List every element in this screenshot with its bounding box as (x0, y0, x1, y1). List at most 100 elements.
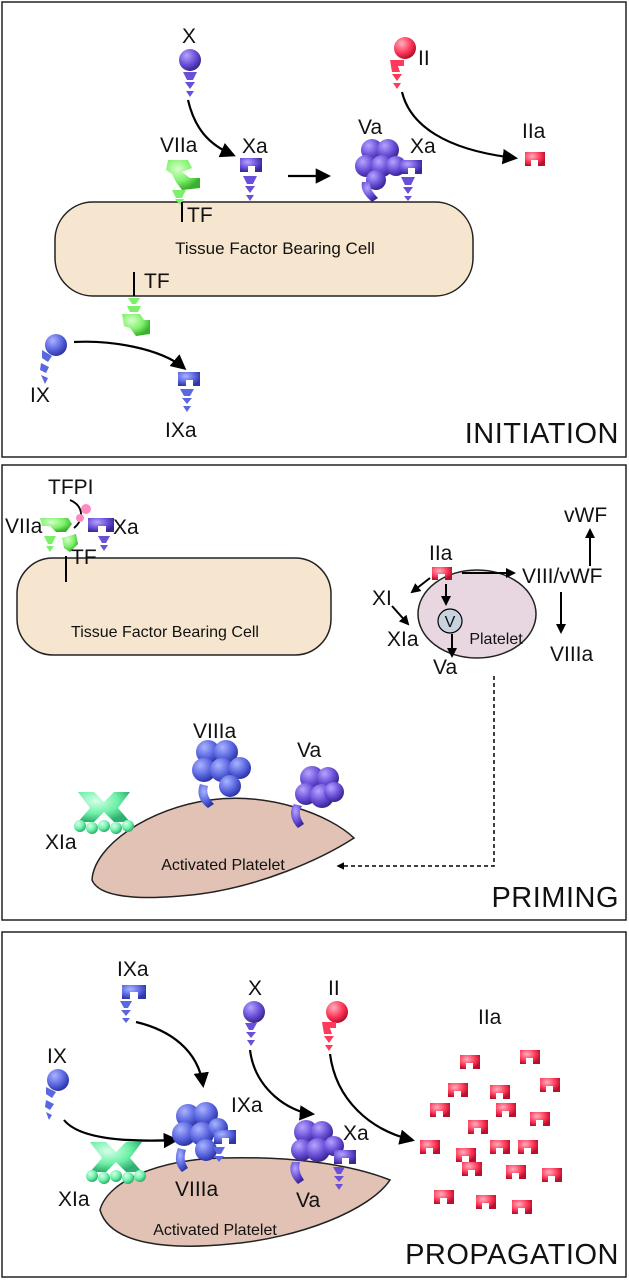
tfpi-viia-xa-tf-complex (40, 499, 114, 582)
thrombin-iia (432, 567, 452, 580)
label-x: X (248, 977, 262, 1000)
dashed-activation-path (336, 676, 495, 870)
prothrombinase-complex (290, 1120, 356, 1190)
label-va: Va (297, 739, 321, 762)
phase-title-propagation: PROPAGATION (405, 1239, 619, 1271)
tissue-factor-cell (16, 557, 332, 656)
label-ii: II (328, 977, 340, 1000)
label-va: Va (358, 116, 382, 139)
factor-xia-dimer (74, 792, 134, 834)
thrombin-molecule (518, 1140, 538, 1154)
label-tf-top: TF (187, 204, 213, 227)
thrombin-molecule (520, 1050, 540, 1064)
label-xia: XIa (58, 1188, 90, 1211)
factor-xa-prothrombinase (400, 160, 422, 201)
thrombin-molecule (506, 1165, 526, 1179)
label-xa: Xa (343, 1122, 369, 1145)
thrombin-molecule (456, 1148, 476, 1162)
factor-ixa-enzyme (178, 372, 200, 412)
arrow-ix-to-ixa (73, 340, 187, 370)
label-xa-2: Xa (410, 135, 436, 158)
arrow-x-to-xa (186, 99, 236, 158)
label-iia: IIa (522, 120, 546, 143)
tenase-complex (172, 1102, 236, 1172)
arrow-ii-to-iia (328, 1053, 415, 1145)
tissue-factor-cell (54, 201, 474, 297)
label-xi: XI (372, 587, 392, 610)
label-ix: IX (30, 384, 50, 407)
label-vwf: vWF (564, 504, 607, 527)
factor-viiia-cluster (192, 740, 251, 808)
factor-x-zymogen (243, 1001, 265, 1046)
factor-viia-tf-bottom (122, 272, 150, 336)
arrow-ix-to-tenase (63, 1119, 180, 1149)
thrombin-molecule (490, 1085, 510, 1099)
label-iia: IIa (478, 1006, 502, 1029)
factor-viia-tf-complex (166, 160, 200, 222)
label-viia: VIIa (160, 134, 198, 157)
cell-label: Tissue Factor Bearing Cell (71, 624, 259, 641)
label-va: Va (296, 1189, 320, 1212)
label-xia: XIa (387, 628, 419, 651)
label-iia: IIa (429, 542, 453, 565)
activated-platelet (91, 797, 356, 899)
activated-platelet-label: Activated Platelet (153, 1222, 277, 1239)
thrombin-iia (525, 152, 545, 166)
thrombin-molecule (420, 1140, 440, 1154)
activated-platelet-label: Activated Platelet (161, 857, 285, 874)
label-viiia-small: VIIIa (550, 643, 594, 666)
initiation-frame (1, 1, 627, 458)
label-tf-bottom: TF (144, 270, 170, 293)
thrombin-molecule (434, 1190, 454, 1204)
label-xa-1: Xa (242, 135, 268, 158)
label-va-small: Va (433, 656, 457, 679)
propagation-frame (1, 931, 627, 1278)
thrombin-molecule (542, 1168, 562, 1182)
thrombin-molecule (460, 1055, 480, 1069)
factor-ii-prothrombin (390, 37, 416, 89)
factor-va-cluster (355, 139, 406, 202)
platelet (417, 569, 537, 659)
label-tfpi: TFPI (48, 476, 94, 499)
label-ixa-top: IXa (117, 958, 149, 981)
initiation-panel: Tissue Factor Bearing Cell X Xa VIIa TF (1, 1, 627, 458)
priming-frame (1, 464, 627, 921)
label-xa: Xa (113, 516, 139, 539)
thrombin-molecule (512, 1200, 532, 1214)
label-viiia: VIIIa (193, 720, 237, 743)
thrombin-molecule (430, 1103, 450, 1117)
platelet-factor-v (437, 608, 463, 634)
thrombin-molecule (462, 1162, 482, 1176)
arrow-xi-to-xia (391, 605, 410, 626)
factor-ix-zymogen (45, 1069, 69, 1120)
thrombin-molecule (530, 1112, 550, 1126)
label-viiia: VIIIa (175, 1178, 219, 1201)
factor-ixa-top (120, 985, 146, 1023)
label-ixa: IXa (231, 1094, 263, 1117)
phase-title-priming: PRIMING (491, 882, 619, 914)
priming-panel: Tissue Factor Bearing Cell TFPI VIIa Xa … (1, 464, 627, 921)
propagation-panel: Activated Platelet IXa IX XIa (1, 931, 627, 1278)
thrombin-molecule (496, 1103, 516, 1117)
factor-ii-prothrombin (322, 1001, 348, 1051)
thrombin-molecule (468, 1120, 488, 1134)
label-ix: IX (47, 1045, 67, 1068)
arrow-ixa-to-tenase (135, 1020, 209, 1089)
thrombin-molecule (448, 1083, 468, 1097)
label-viii-vwf: VIII/vWF (522, 565, 603, 588)
activated-platelet (99, 1156, 392, 1247)
phase-title-initiation: INITIATION (465, 418, 619, 450)
label-x: X (182, 25, 196, 48)
factor-ix-zymogen (40, 334, 67, 384)
arrow-x-to-xa (248, 1049, 316, 1121)
label-tf: TF (71, 546, 97, 569)
factor-va-cluster (291, 766, 344, 828)
label-ixa: IXa (165, 419, 197, 442)
cell-label: Tissue Factor Bearing Cell (175, 239, 375, 258)
label-viia: VIIa (5, 515, 43, 538)
platelet-label: Platelet (469, 631, 523, 648)
label-xia-bottom: XIa (45, 831, 77, 854)
thrombin-molecule (476, 1195, 496, 1209)
arrow-iia-to-xi (410, 577, 431, 594)
factor-xa-enzyme (240, 158, 262, 201)
